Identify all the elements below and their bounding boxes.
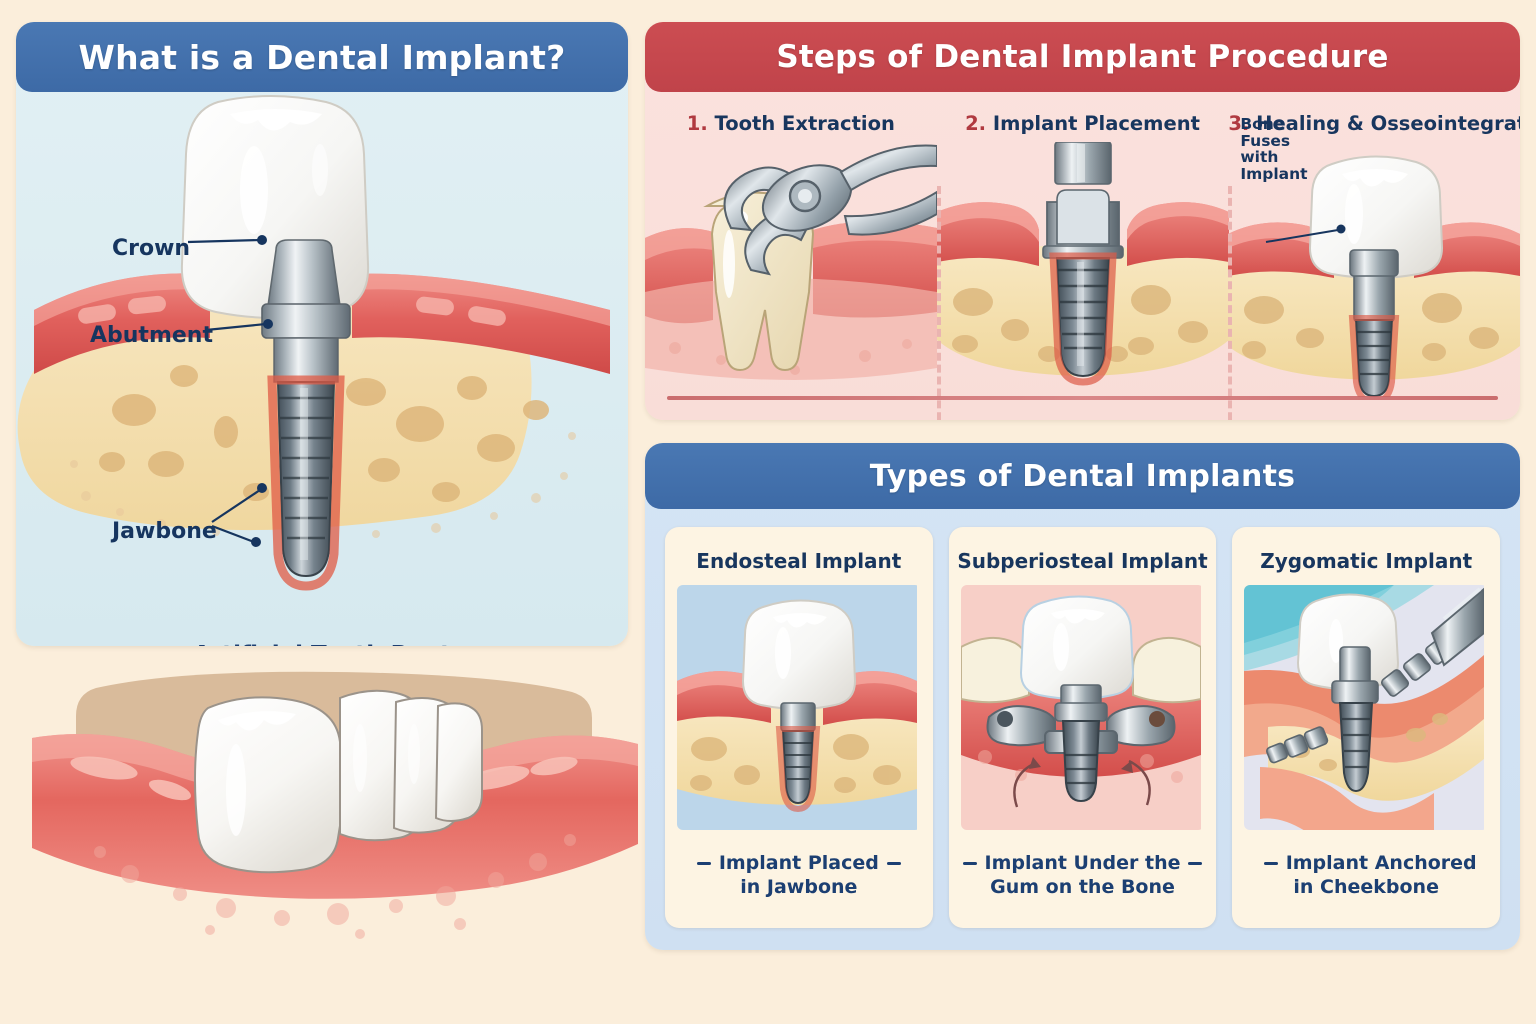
type-card-2-caption: Implant Under the Gum on the Bone bbox=[949, 852, 1217, 900]
cdash-right bbox=[1188, 862, 1203, 865]
endosteal-svg bbox=[677, 585, 917, 830]
bridge-svg bbox=[32, 671, 638, 939]
type-card-1-title: Endosteal Implant bbox=[696, 549, 902, 573]
step-2-label: Implant Placement bbox=[992, 112, 1200, 135]
callout-line-1: Bone bbox=[1240, 115, 1285, 133]
type-card-3-title: Zygomatic Implant bbox=[1260, 549, 1473, 573]
caption-line-1: Implant Placed bbox=[718, 852, 879, 875]
forceps-extraction-svg bbox=[645, 144, 937, 380]
caption-line-2: in Jawbone bbox=[740, 876, 858, 899]
caption-line-1-wrap: Implant Anchored bbox=[1232, 852, 1500, 876]
step-1-tooth-extraction: 1. Tooth Extraction bbox=[645, 92, 937, 420]
type-card-2-title: Subperiosteal Implant bbox=[957, 549, 1208, 573]
panel-what-is-dental-implant: What is a Dental Implant? bbox=[16, 22, 628, 646]
type-card-3-caption: Implant Anchored in Cheekbone bbox=[1232, 852, 1500, 900]
panel-steps-of-procedure: Steps of Dental Implant Procedure 1. Too… bbox=[645, 22, 1520, 420]
step-1-label: Tooth Extraction bbox=[714, 112, 895, 135]
cdash-right bbox=[886, 862, 901, 865]
type-card-1-illustration bbox=[677, 585, 921, 830]
caption-line-1-wrap: Implant Under the bbox=[949, 852, 1217, 876]
callout-line-3: with bbox=[1240, 148, 1279, 167]
step-1-number: 1. bbox=[686, 112, 708, 135]
tagline-artificial-tooth-root: Artificial Tooth Root bbox=[16, 642, 628, 646]
caption-line-2: in Cheekbone bbox=[1293, 876, 1439, 899]
implant-anatomy-diagram: Crown Abutment Jawbone Artificial Tooth … bbox=[16, 92, 628, 646]
step-divider-2 bbox=[1228, 186, 1232, 420]
implant-anatomy-svg bbox=[17, 95, 610, 591]
panel-types-of-implants: Types of Dental Implants Endosteal Impla… bbox=[645, 443, 1520, 950]
label-crown: Crown bbox=[112, 236, 191, 261]
cdash-left bbox=[1263, 862, 1278, 865]
step-2-implant-placement: 2. Implant Placement bbox=[936, 92, 1229, 420]
types-cards-container: Endosteal Implant bbox=[645, 509, 1520, 950]
type-card-zygomatic[interactable]: Zygomatic Implant bbox=[1232, 527, 1501, 928]
step-3-label: Healing & Osseointegration bbox=[1256, 112, 1520, 135]
caption-line-1-wrap: Implant Placed bbox=[665, 852, 933, 876]
subperiosteal-svg bbox=[960, 585, 1201, 830]
step-1-title: 1. Tooth Extraction bbox=[645, 112, 937, 135]
step-2-title: 2. Implant Placement bbox=[937, 112, 1229, 135]
cdash-left bbox=[696, 862, 711, 865]
tagline-text: Artificial Tooth Root bbox=[193, 642, 451, 646]
type-card-endosteal[interactable]: Endosteal Implant bbox=[665, 527, 933, 928]
steps-container: 1. Tooth Extraction bbox=[645, 92, 1520, 420]
label-abutment: Abutment bbox=[90, 323, 213, 348]
zygomatic-svg bbox=[1244, 585, 1485, 830]
left-panel-title: What is a Dental Implant? bbox=[16, 22, 628, 92]
label-jawbone: Jawbone bbox=[112, 519, 217, 544]
step-1-illustration bbox=[645, 142, 937, 397]
caption-line-1: Implant Anchored bbox=[1285, 852, 1477, 875]
type-card-subperiosteal[interactable]: Subperiosteal Implant bbox=[948, 527, 1217, 928]
steps-bottom-rule bbox=[667, 396, 1498, 400]
step-3-healing-osseointegration: 3. Healing & Osseointegration bbox=[1228, 92, 1520, 420]
osseointegration-svg bbox=[1228, 155, 1520, 397]
type-card-3-illustration bbox=[1244, 585, 1488, 830]
steps-panel-title: Steps of Dental Implant Procedure bbox=[645, 22, 1520, 92]
step-3-illustration bbox=[1228, 142, 1520, 397]
step-2-number: 2. bbox=[965, 112, 987, 135]
types-panel-title: Types of Dental Implants bbox=[645, 443, 1520, 509]
implant-placement-svg bbox=[936, 142, 1229, 386]
step-3-number: 3. bbox=[1228, 112, 1250, 135]
callout-line-2: Fuses bbox=[1240, 131, 1291, 150]
type-card-1-caption: Implant Placed in Jawbone bbox=[665, 852, 933, 900]
caption-line-2: Gum on the Bone bbox=[990, 876, 1175, 899]
step-2-illustration bbox=[936, 142, 1229, 397]
callout-bone-fuses-with-implant: Bone Fuses with Implant bbox=[1240, 116, 1307, 183]
callout-line-4: Implant bbox=[1240, 165, 1308, 184]
type-card-2-illustration bbox=[960, 585, 1205, 830]
missing-tooth-gum-illustration bbox=[30, 662, 640, 962]
caption-line-1: Implant Under the bbox=[984, 852, 1181, 875]
step-divider-1 bbox=[937, 186, 941, 420]
step-3-title: 3. Healing & Osseointegration bbox=[1228, 112, 1520, 135]
cdash-left bbox=[962, 862, 977, 865]
